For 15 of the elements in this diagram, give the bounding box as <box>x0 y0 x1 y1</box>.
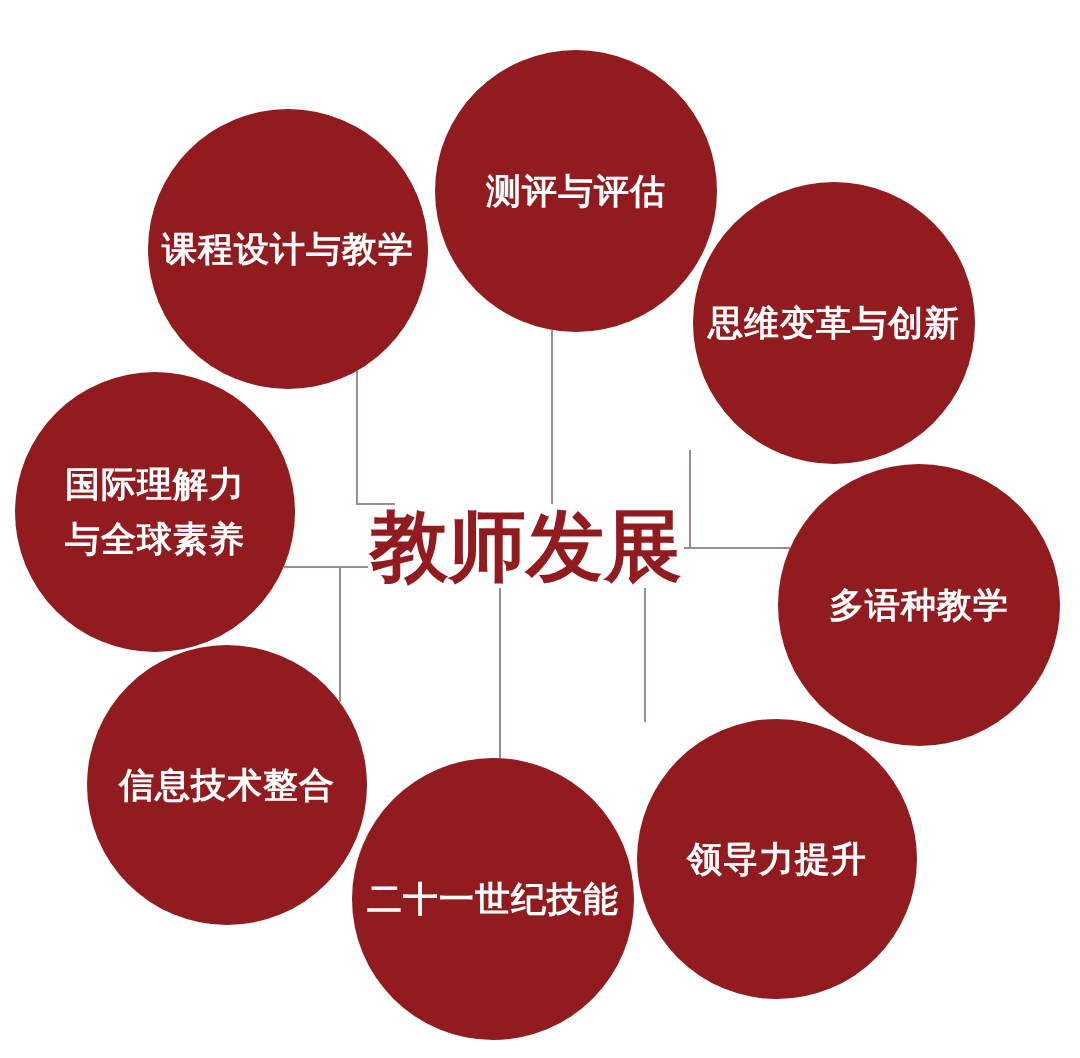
topic-label: 国际理解力与全球素养 <box>64 463 246 561</box>
topic-label: 思维变革与创新 <box>708 301 960 345</box>
connector-line <box>683 547 791 549</box>
central-heading: 教师发展 <box>368 504 684 588</box>
topic-label: 测评与评估 <box>486 169 666 213</box>
topic-label: 信息技术整合 <box>119 763 335 807</box>
connector-line <box>499 587 501 759</box>
topic-label: 二十一世纪技能 <box>367 877 619 921</box>
topic-label: 多语种教学 <box>829 583 1009 627</box>
connector-line <box>356 370 396 505</box>
connector-line <box>644 587 646 723</box>
connector-line <box>551 329 553 505</box>
topic-label: 领导力提升 <box>687 837 867 881</box>
topic-label: 课程设计与教学 <box>162 227 414 271</box>
connector-line <box>283 566 369 568</box>
